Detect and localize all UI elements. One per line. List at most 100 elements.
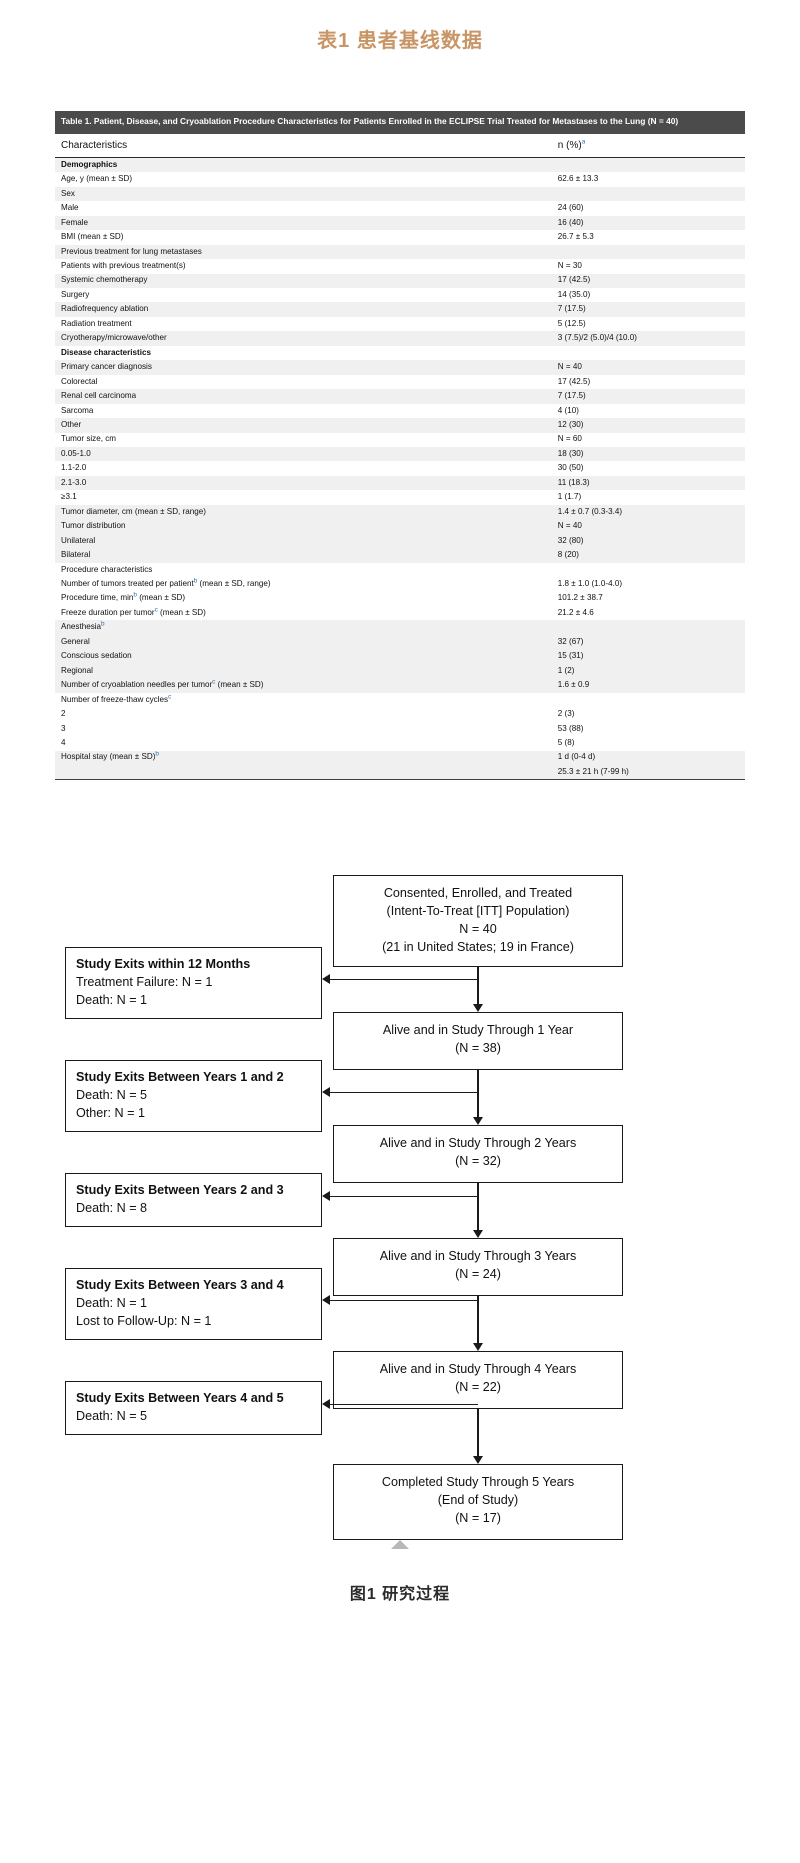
- table-cell-characteristic: Demographics: [55, 157, 552, 173]
- table-cell-value: 16 (40): [551, 215, 745, 231]
- flow-box-line: Death: N = 5: [76, 1088, 148, 1103]
- table-cell-value: 5 (8): [551, 736, 745, 751]
- table-cell-characteristic: Tumor diameter, cm (mean ± SD, range): [55, 504, 552, 520]
- table-cell-value: 2 (3): [551, 707, 745, 722]
- table-cell-characteristic: Procedure time, minb (mean ± SD): [55, 591, 552, 606]
- table-row: Number of tumors treated per patientb (m…: [55, 577, 745, 592]
- flow-box-line: Death: N = 8: [76, 1201, 148, 1216]
- flow-connector-vertical: [477, 1409, 479, 1457]
- table-cell-value: 30 (50): [551, 461, 745, 476]
- table-cell-characteristic: Patients with previous treatment(s): [55, 259, 552, 274]
- table-row: Procedure characteristics: [55, 562, 745, 578]
- flow-arrowhead-down: [472, 1456, 483, 1465]
- footnote-marker-c: c: [168, 692, 172, 700]
- flow-box-line: (End of Study): [437, 1493, 519, 1508]
- flow-connector-horizontal: [330, 1195, 478, 1198]
- flow-arrowhead-down: [472, 1230, 483, 1239]
- table-cell-characteristic: [55, 764, 552, 780]
- footnote-marker-c: c: [212, 678, 216, 686]
- flow-connector-vertical: [477, 1070, 479, 1118]
- table-cell-value: 32 (80): [551, 533, 745, 549]
- table-row: Age, y (mean ± SD)62.6 ± 13.3: [55, 172, 745, 187]
- table-cell-characteristic: Primary cancer diagnosis: [55, 360, 552, 375]
- flow-box-line: (Intent-To-Treat [ITT] Population): [386, 904, 570, 919]
- table-cell-value: 62.6 ± 13.3: [551, 172, 745, 187]
- table-cell-value: N = 40: [551, 360, 745, 375]
- flow-arrowhead-left: [322, 973, 330, 984]
- table-cell-characteristic: 2.1-3.0: [55, 475, 552, 491]
- flow-arrowhead-left: [322, 1190, 330, 1201]
- table-cell-value: 1.4 ± 0.7 (0.3-3.4): [551, 504, 745, 520]
- table-cell-characteristic: Number of freeze-thaw cyclesc: [55, 692, 552, 708]
- table-row: Anesthesiab: [55, 620, 745, 635]
- table-row: Number of freeze-thaw cyclesc: [55, 692, 745, 708]
- table-cell-value: 1.6 ± 0.9: [551, 678, 745, 693]
- table-cell-characteristic: Systemic chemotherapy: [55, 273, 552, 289]
- table-row: Disease characteristics: [55, 345, 745, 361]
- flow-box-title: Study Exits Between Years 3 and 4: [76, 1278, 284, 1293]
- table-cell-characteristic: Female: [55, 215, 552, 231]
- flow-box-line: Death: N = 1: [76, 1296, 148, 1311]
- table-cell-characteristic: Bilateral: [55, 548, 552, 563]
- footnote-marker-b: b: [133, 591, 137, 599]
- table-cell-characteristic-tail: (mean ± SD): [215, 680, 264, 690]
- table-cell-value: 1 (1.7): [551, 490, 745, 505]
- table-cell-value: 24 (60): [551, 201, 745, 216]
- footnote-marker-b: b: [193, 577, 198, 585]
- flow-box-title: Study Exits Between Years 1 and 2: [76, 1070, 284, 1085]
- table-cell-value: 15 (31): [551, 649, 745, 664]
- table-cell-characteristic-tail: (mean ± SD): [157, 607, 206, 617]
- table-cell-value: 21.2 ± 4.6: [551, 606, 745, 621]
- table-cell-value: 11 (18.3): [551, 475, 745, 491]
- table-cell-value: 53 (88): [551, 721, 745, 737]
- flow-box-title: Study Exits Between Years 2 and 3: [76, 1183, 284, 1198]
- table-title: Table 1. Patient, Disease, and Cryoablat…: [55, 111, 745, 134]
- table-cell-value: N = 40: [551, 519, 745, 534]
- table-row: Patients with previous treatment(s)N = 3…: [55, 259, 745, 274]
- table-row: Tumor diameter, cm (mean ± SD, range)1.4…: [55, 504, 745, 520]
- table-cell-value: [551, 157, 745, 173]
- table-cell-value: 17 (42.5): [551, 273, 745, 289]
- table-cell-characteristic: BMI (mean ± SD): [55, 230, 552, 245]
- table-cell-value: 18 (30): [551, 447, 745, 462]
- table-cell-characteristic: 3: [55, 721, 552, 737]
- table-cell-characteristic: Sarcoma: [55, 403, 552, 419]
- table-header-row: Characteristics n (%)a: [55, 133, 745, 158]
- table-cell-characteristic: Other: [55, 418, 552, 433]
- flow-box-line: Treatment Failure: N = 1: [76, 975, 213, 990]
- table-cell-value: 17 (42.5): [551, 374, 745, 390]
- flow-box-exit-2: Study Exits Between Years 2 and 3 Death: …: [65, 1173, 322, 1228]
- table-cell-value: 26.7 ± 5.3: [551, 230, 745, 245]
- table-cell-characteristic: Regional: [55, 663, 552, 679]
- flow-box-line: (N = 32): [455, 1154, 501, 1169]
- table-cell-value: [551, 186, 745, 202]
- table-cell-characteristic: ≥3.1: [55, 490, 552, 505]
- footnote-marker-c: c: [154, 606, 158, 614]
- table-cell-value: 4 (10): [551, 403, 745, 419]
- scroll-to-top-button[interactable]: [0, 1536, 800, 1554]
- table-cell-value: [551, 620, 745, 635]
- table-cell-characteristic: Tumor size, cm: [55, 432, 552, 448]
- column-header-n-percent-label: n (%): [557, 139, 582, 151]
- table-cell-characteristic: Number of cryoablation needles per tumor…: [55, 678, 552, 693]
- table-cell-characteristic-tail: (mean ± SD): [136, 593, 186, 603]
- table-cell-characteristic: Anesthesiab: [55, 620, 552, 635]
- table-row: Demographics: [55, 157, 745, 173]
- flow-box-main-4: Alive and in Study Through 4 Years(N = 2…: [333, 1351, 623, 1410]
- table-cell-characteristic: General: [55, 634, 552, 650]
